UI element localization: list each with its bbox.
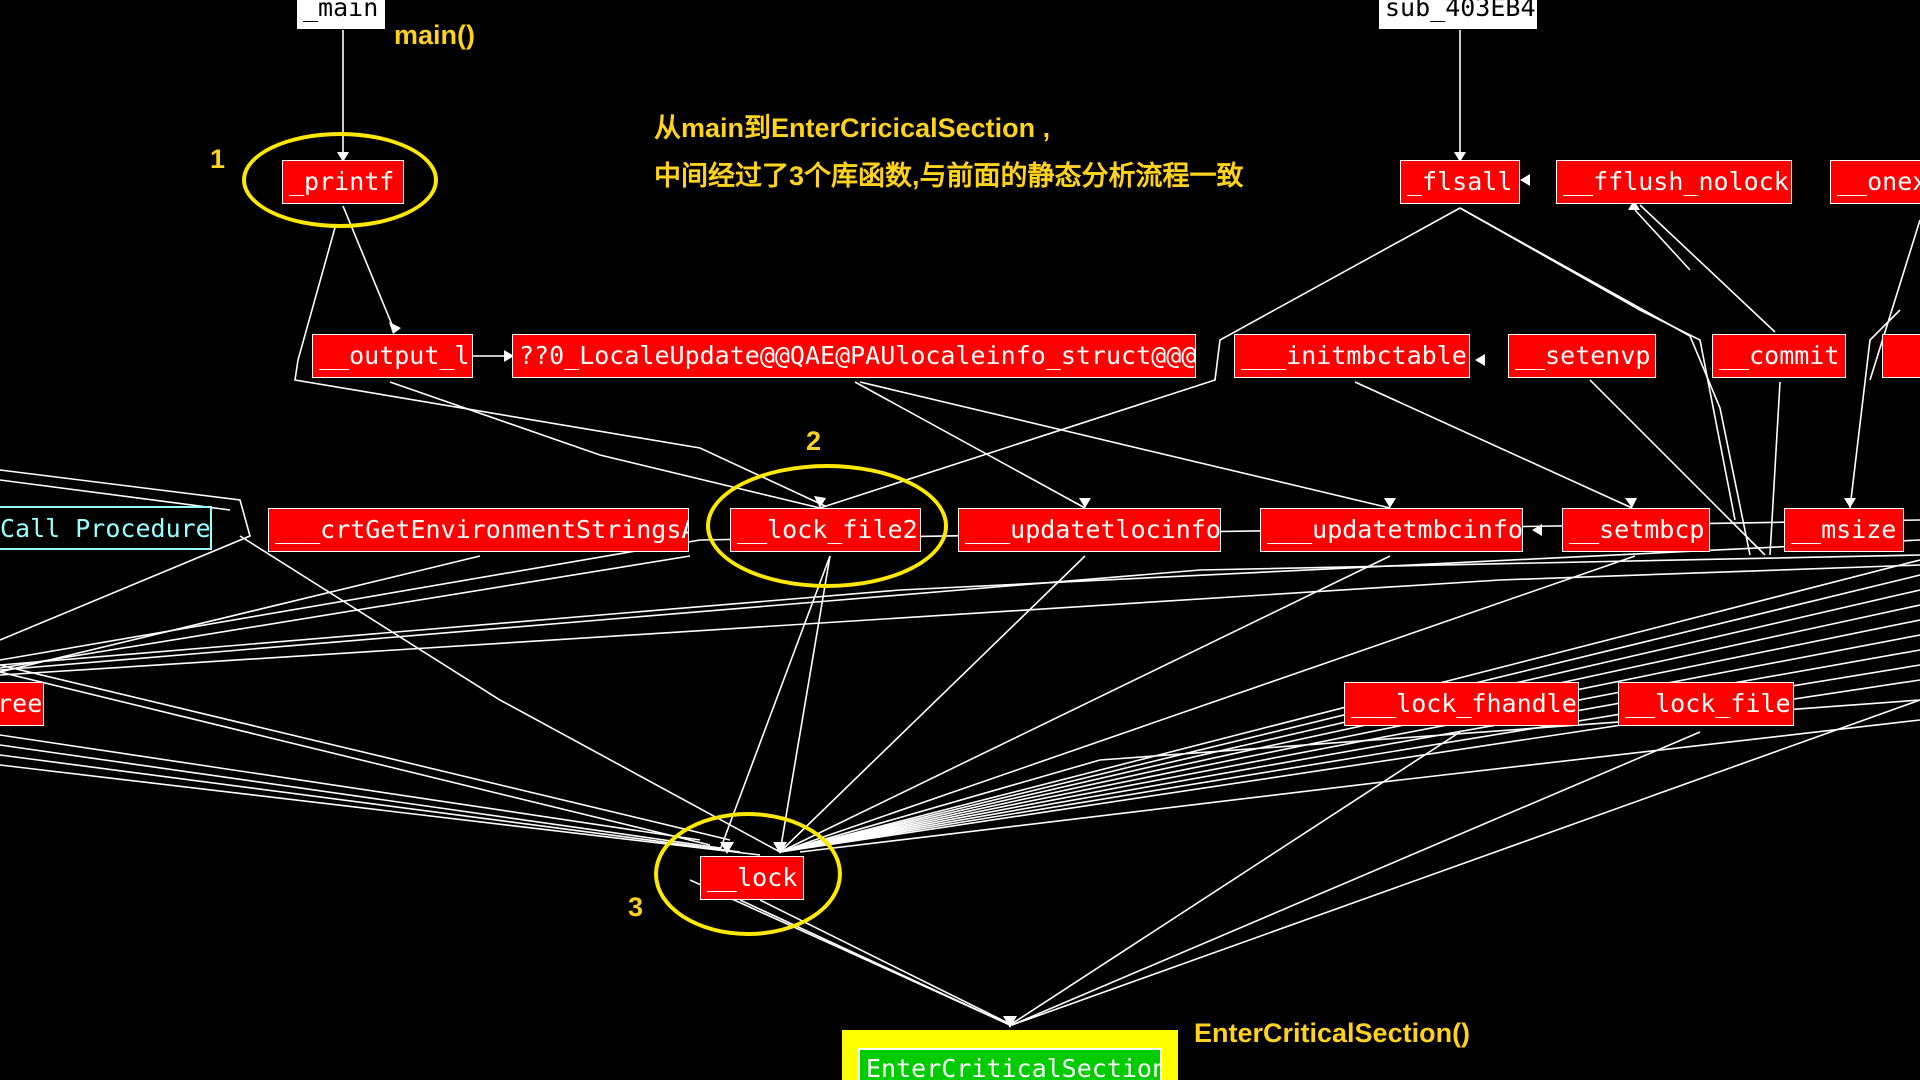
node-localeupdate[interactable]: ??0_LocaleUpdate@@QAE@PAUlocaleinfo_stru… xyxy=(512,334,1196,378)
label-entercriticalsection: EnterCriticalSection() xyxy=(1194,1018,1471,1048)
node-setenvp[interactable]: __setenvp xyxy=(1508,334,1656,378)
node-commit[interactable]: __commit xyxy=(1712,334,1846,378)
node-fflush-nolock[interactable]: __fflush_nolock xyxy=(1556,160,1792,204)
label-main: main() xyxy=(394,20,475,50)
node-initmbctable[interactable]: ___initmbctable xyxy=(1234,334,1470,378)
node-entercriticalsection[interactable]: EnterCriticalSection xyxy=(858,1048,1162,1080)
step-3-label: 3 xyxy=(628,892,644,922)
node-lock-file[interactable]: __lock_file xyxy=(1618,682,1794,726)
node-setmbcp[interactable]: __setmbcp xyxy=(1562,508,1710,552)
node-free[interactable]: _free xyxy=(0,682,44,726)
node-onex[interactable]: __onex xyxy=(1830,160,1920,204)
node-msize[interactable]: __msize xyxy=(1784,508,1904,552)
highlight-ellipse-lock xyxy=(654,812,842,936)
node-updatetmbcinfo[interactable]: ___updatetmbcinfo xyxy=(1260,508,1523,552)
node-call-procedure[interactable]: Call Procedure xyxy=(0,506,212,550)
step-2-label: 2 xyxy=(806,426,822,456)
node-main[interactable]: _main xyxy=(296,0,386,30)
node-right-cut[interactable] xyxy=(1882,334,1920,378)
node-updatetlocinfo[interactable]: ___updatetlocinfo xyxy=(958,508,1221,552)
highlight-ellipse-printf xyxy=(242,132,438,228)
description-line-2: 中间经过了3个库函数,与前面的静态分析流程一致 xyxy=(654,161,1244,191)
node-flsall[interactable]: _flsall xyxy=(1400,160,1520,204)
step-1-label: 1 xyxy=(210,144,226,174)
node-sub-403eb4[interactable]: sub_403EB4 xyxy=(1378,0,1538,30)
description-line-1: 从main到EnterCricicalSection , xyxy=(654,113,1051,143)
highlight-ellipse-lock-file2 xyxy=(706,464,948,588)
node-output-l[interactable]: __output_l xyxy=(312,334,473,378)
node-lock-fhandle[interactable]: ___lock_fhandle xyxy=(1344,682,1579,726)
node-crtgetenvironmentstringsa[interactable]: ___crtGetEnvironmentStringsA xyxy=(268,508,689,552)
